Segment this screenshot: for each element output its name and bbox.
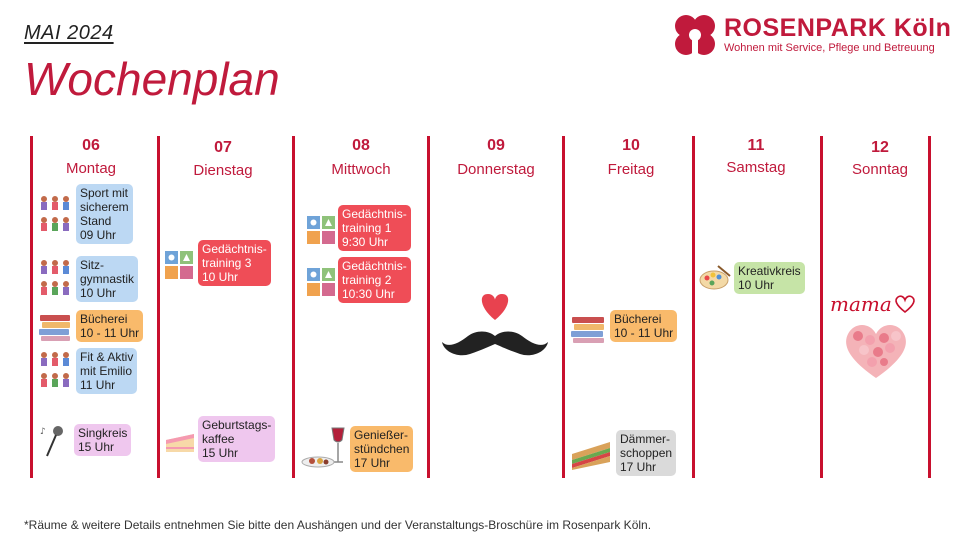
event-fit-und-aktiv: Fit & Aktiv mit Emilio 11 Uhr <box>38 348 148 396</box>
day-number-thu: 09 <box>487 137 505 154</box>
flower-heart-icon <box>846 325 906 378</box>
column-divider <box>292 136 295 478</box>
day-name-thu: Donnerstag <box>457 161 535 178</box>
day-name-wed: Mittwoch <box>331 161 391 178</box>
day-name-mon: Montag <box>65 160 117 177</box>
event-gedaechtnistraining-2: Gedächtnis- training 2 10:30 Uhr <box>306 257 422 305</box>
event-label: Singkreis 15 Uhr <box>74 424 132 456</box>
day-name-tue: Dienstag <box>193 162 253 179</box>
day-number-mon: 06 <box>82 137 100 154</box>
brand-name: ROSENPARK Köln <box>724 14 952 42</box>
month-label: MAI 2024 <box>24 22 114 44</box>
day-name-fri: Freitag <box>607 161 655 178</box>
event-sitzgymnastik: Sitz- gymnastik 10 Uhr <box>38 256 148 304</box>
column-divider <box>30 136 33 478</box>
column-divider <box>820 136 823 478</box>
event-geniesserstuendchen: Genießer- stündchen 17 Uhr <box>300 426 422 474</box>
day-name-sun: Sonntag <box>852 161 908 178</box>
page-title: Wochenplan <box>24 53 280 105</box>
event-label: Bücherei 10 - 11 Uhr <box>610 310 678 342</box>
day-number-tue: 07 <box>214 139 232 156</box>
event-label: Gedächtnis- training 2 10:30 Uhr <box>338 257 411 303</box>
column-divider <box>427 136 430 478</box>
event-gedaechtnistraining-1: Gedächtnis- training 1 9:30 Uhr <box>306 205 422 253</box>
rose-logo-icon <box>675 15 715 58</box>
brand-tagline: Wohnen mit Service, Pflege und Betreuung <box>724 42 935 54</box>
day-name-sat: Samstag <box>726 159 786 176</box>
day-number-sun: 12 <box>871 139 889 156</box>
day-number-wed: 08 <box>352 137 370 154</box>
svg-text:♪: ♪ <box>40 427 46 437</box>
cake-icon <box>166 434 194 452</box>
event-buecherei-fri: Bücherei 10 - 11 Uhr <box>570 310 686 344</box>
event-kreativkreis: Kreativkreis 10 Uhr <box>698 262 814 298</box>
heart-mustache-icon <box>442 294 548 356</box>
heart-outline-icon <box>895 295 915 314</box>
blocks-icon <box>307 268 335 296</box>
column-divider <box>692 136 695 478</box>
books-icon <box>39 315 70 341</box>
blocks-icon <box>165 251 193 279</box>
event-label: Sport mit sicherem Stand 09 Uhr <box>76 184 133 244</box>
event-gedaechtnistraining-3: Gedächtnis- training 3 10 Uhr <box>164 240 284 288</box>
day-number-fri: 10 <box>622 137 640 154</box>
brand-logo: ROSENPARK Köln Wohnen mit Service, Pfleg… <box>672 12 952 58</box>
event-geburtstagskaffee: Geburtstags- kaffee 15 Uhr <box>164 416 288 464</box>
sandwich-icon <box>572 442 610 470</box>
event-label: Gedächtnis- training 1 9:30 Uhr <box>338 205 411 251</box>
mama-script: mama <box>830 292 892 316</box>
day-number-sat: 11 <box>747 137 765 154</box>
wine-plate-icon <box>301 427 345 468</box>
exercise-people-icon <box>41 352 69 387</box>
paint-palette-icon <box>699 265 731 290</box>
exercise-people-icon <box>41 196 69 231</box>
microphone-icon: ♪ <box>40 426 63 457</box>
column-divider <box>157 136 160 478</box>
column-divider <box>562 136 565 478</box>
exercise-people-icon <box>41 260 69 295</box>
books-icon <box>571 317 604 343</box>
event-singkreis: ♪ Singkreis 15 Uhr <box>38 424 148 460</box>
event-label: Genießer- stündchen 17 Uhr <box>350 426 414 472</box>
event-label: Fit & Aktiv mit Emilio 11 Uhr <box>76 348 138 394</box>
event-daemmerschoppen: Dämmer- schoppen 17 Uhr <box>570 430 686 478</box>
event-label: Geburtstags- kaffee 15 Uhr <box>198 416 276 462</box>
event-label: Bücherei 10 - 11 Uhr <box>76 310 144 342</box>
event-label: Sitz- gymnastik 10 Uhr <box>76 256 139 302</box>
event-label: Kreativkreis 10 Uhr <box>734 262 805 294</box>
footnote: *Räume & weitere Details entnehmen Sie b… <box>24 518 652 532</box>
event-label: Dämmer- schoppen 17 Uhr <box>616 430 677 476</box>
blocks-icon <box>307 216 335 244</box>
column-divider <box>928 136 931 478</box>
event-label: Gedächtnis- training 3 10 Uhr <box>198 240 271 286</box>
event-buecherei-mon: Bücherei 10 - 11 Uhr <box>38 310 148 344</box>
event-sport-mit-sicherem-stand: Sport mit sicherem Stand 09 Uhr <box>38 184 148 246</box>
